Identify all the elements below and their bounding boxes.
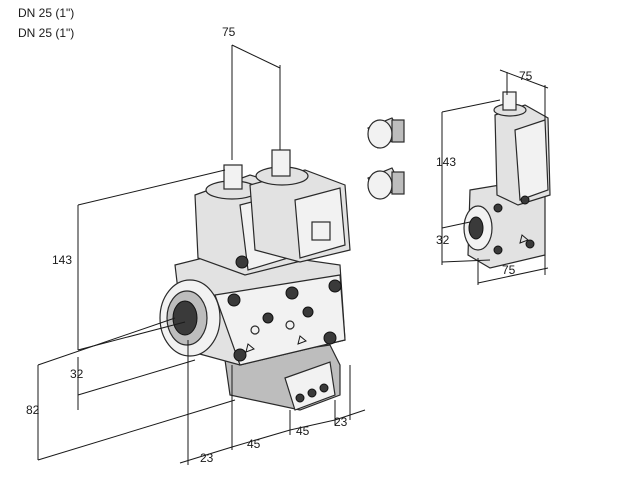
- screw: [233, 348, 247, 362]
- screw: [323, 331, 337, 345]
- base-hole: [295, 393, 305, 403]
- screw: [227, 293, 241, 307]
- coil-connector-left: [223, 164, 243, 190]
- dim-small-width-bottom: 75: [502, 263, 516, 277]
- dim-height-main: 143: [52, 253, 72, 267]
- title-line-1: DN 25 (1"): [18, 6, 75, 20]
- small-connector: [502, 91, 517, 111]
- test-point: [262, 312, 274, 324]
- dim-right-offset: 23: [334, 415, 348, 429]
- base-hole: [319, 383, 329, 393]
- dim-small-port: 32: [436, 233, 450, 247]
- fitting: [285, 320, 295, 330]
- dim-base-height: 82: [26, 403, 40, 417]
- screw: [328, 279, 342, 293]
- flow-arrow: [245, 343, 255, 353]
- screw: [285, 286, 299, 300]
- inlet-bore: [172, 300, 198, 336]
- dimension-lines: [37, 44, 549, 465]
- coil-right-label: [311, 221, 331, 241]
- double-valve-assembly: [159, 149, 351, 411]
- test-point: [302, 306, 314, 318]
- coil-connector-right: [271, 149, 291, 177]
- valve-body-front: [214, 274, 346, 366]
- fitting: [250, 325, 260, 335]
- dim-top-width: 75: [222, 25, 236, 39]
- dim-spacing-1: 45: [247, 437, 261, 451]
- dim-port-offset: 32: [70, 367, 84, 381]
- dim-small-width-top: 75: [519, 69, 533, 83]
- title-line-2: DN 25 (1"): [18, 26, 75, 40]
- dim-left-offset: 23: [200, 451, 214, 465]
- single-valve-view: [463, 91, 551, 269]
- base-hole: [307, 388, 317, 398]
- flow-arrow: [297, 335, 307, 345]
- coil-left-gland: [235, 255, 249, 269]
- cable-glands: [367, 117, 405, 200]
- dim-spacing-2: 45: [296, 424, 310, 438]
- dim-small-height: 143: [436, 155, 456, 169]
